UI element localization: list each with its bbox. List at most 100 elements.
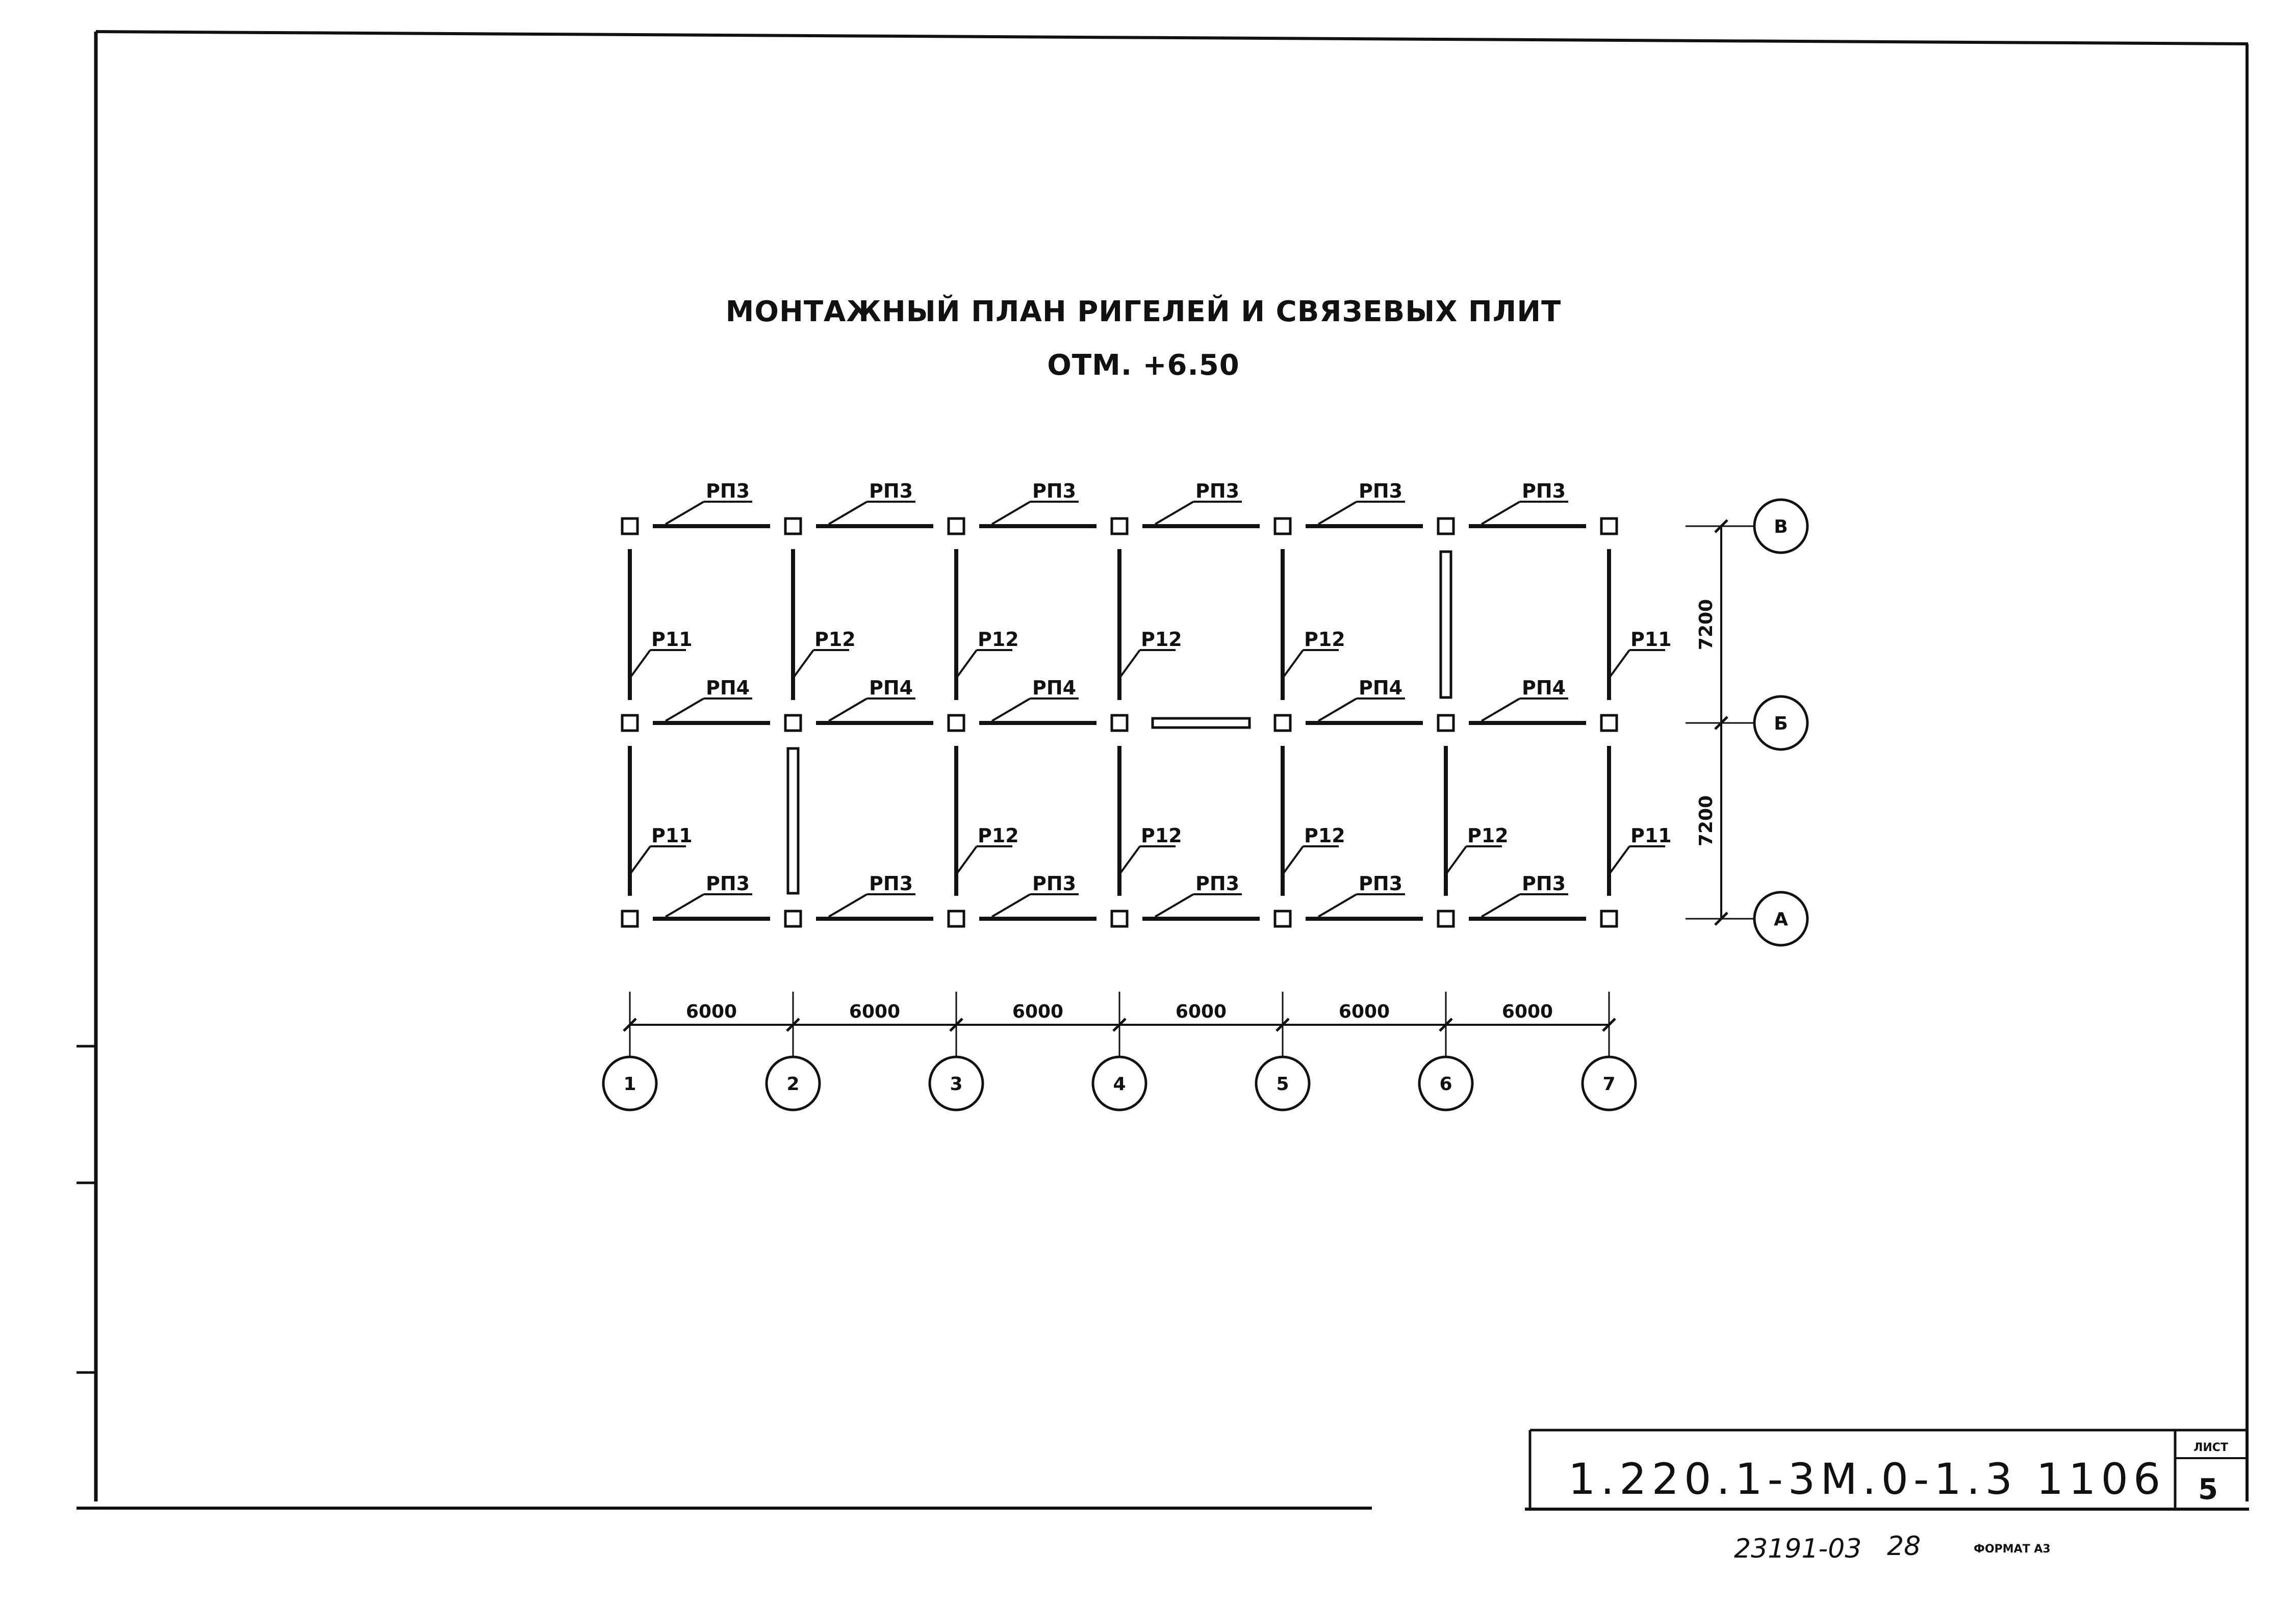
span-dimension-4: 6000 (1176, 1001, 1227, 1022)
axis-label-6: 6 (1439, 1074, 1452, 1095)
bottom-beam-label-4: РП3 (1195, 872, 1239, 895)
sheet-format: ФОРМАТ А3 (1974, 1543, 2051, 1556)
row-axis-label-2: Б (1774, 713, 1788, 734)
bottom-leader-3 (991, 893, 1031, 918)
bottom-beam-label-6: РП3 (1522, 872, 1566, 895)
top-leader-4 (1154, 501, 1194, 525)
bottom-leader-1 (665, 893, 705, 918)
middle-leader-3 (991, 697, 1031, 722)
row-axis-label-1: В (1774, 516, 1788, 537)
upper-girder-label-5: Р12 (1304, 628, 1345, 651)
upper-girder-leader-4 (1118, 649, 1141, 679)
columns-layer (621, 517, 1618, 928)
handwritten-page-number: 28 (1887, 1531, 1921, 1562)
lower-girder-label-6: Р12 (1467, 824, 1509, 847)
row-tick-3 (1714, 912, 1728, 926)
top-leader-3 (991, 501, 1031, 525)
column-5-А (1273, 910, 1292, 928)
column-2-В (784, 517, 802, 535)
column-7-В (1600, 517, 1618, 535)
column-3-Б (947, 714, 965, 732)
dimension-lines (623, 519, 1754, 1040)
span-dimension-5: 6000 (1339, 1001, 1390, 1022)
column-4-А (1110, 910, 1129, 928)
axis-bubble-7 (1581, 1055, 1637, 1111)
lower-girder-leader-4 (1118, 845, 1141, 875)
column-2-Б (784, 714, 802, 732)
row-tick-1 (1714, 519, 1728, 533)
axis-label-7: 7 (1602, 1074, 1615, 1095)
upper-girder-label-4: Р12 (1141, 628, 1182, 651)
lower-girder-leader-5 (1282, 845, 1304, 875)
elevation-label: ОТМ. +6.50 (1047, 349, 1239, 382)
middle-slab-4 (1151, 717, 1251, 729)
upper-girder-leader-1 (629, 649, 651, 679)
top-beam-label-2: РП3 (869, 480, 913, 502)
top-leader-2 (828, 501, 868, 525)
top-beam-label-5: РП3 (1359, 480, 1402, 502)
middle-beam-label-3: РП4 (1032, 677, 1076, 699)
sheet-frame (76, 30, 2249, 1511)
lower-slab-2 (786, 747, 800, 895)
top-beam-label-4: РП3 (1195, 480, 1239, 502)
middle-beam-label-6: РП4 (1522, 677, 1566, 699)
bottom-beam-label-3: РП3 (1032, 872, 1076, 895)
column-1-А (621, 910, 639, 928)
upper-slab-6 (1439, 550, 1452, 699)
top-beam-label-6: РП3 (1522, 480, 1566, 502)
axis-bubble-6 (1418, 1055, 1474, 1111)
lower-girder-label-7: Р11 (1630, 824, 1672, 847)
axis-bubble-2 (765, 1055, 821, 1111)
span-dimension-2: 6000 (849, 1001, 900, 1022)
title-block (1528, 1429, 2247, 1509)
lower-girder-label-5: Р12 (1304, 824, 1345, 847)
upper-girder-leader-5 (1282, 649, 1304, 679)
bottom-beam-label-1: РП3 (706, 872, 750, 895)
row-axis-bubble-1 (1753, 498, 1809, 554)
bottom-leader-4 (1154, 893, 1194, 918)
middle-leader-6 (1481, 697, 1521, 722)
sheet-number: 5 (2198, 1473, 2218, 1506)
column-1-В (621, 517, 639, 535)
upper-girder-leader-3 (955, 649, 978, 679)
axis-label-3: 3 (950, 1074, 962, 1095)
row-tick-2 (1714, 716, 1728, 730)
span-tick-1 (623, 1018, 637, 1032)
span-tick-5 (1275, 1018, 1290, 1032)
column-3-В (947, 517, 965, 535)
upper-girder-leader-7 (1608, 649, 1630, 679)
middle-beam-label-1: РП4 (706, 677, 750, 699)
axis-label-5: 5 (1276, 1074, 1289, 1095)
column-2-А (784, 910, 802, 928)
span-dimension-6: 6000 (1502, 1001, 1553, 1022)
axis-label-2: 2 (786, 1074, 799, 1095)
drawing-title: МОНТАЖНЫЙ ПЛАН РИГЕЛЕЙ И СВЯЗЕВЫХ ПЛИТ (726, 295, 1562, 328)
span-tick-7 (1602, 1018, 1616, 1032)
column-7-Б (1600, 714, 1618, 732)
lower-girder-leader-6 (1445, 845, 1467, 875)
bottom-beam-label-2: РП3 (869, 872, 913, 895)
column-5-Б (1273, 714, 1292, 732)
lower-girder-label-1: Р11 (651, 824, 693, 847)
top-leader-1 (665, 501, 705, 525)
row-dimension-1: 7200 (1696, 599, 1717, 650)
column-1-Б (621, 714, 639, 732)
span-tick-4 (1112, 1018, 1127, 1032)
bottom-leader-6 (1481, 893, 1521, 918)
bottom-leader-5 (1317, 893, 1358, 918)
column-6-Б (1437, 714, 1455, 732)
top-beam-label-3: РП3 (1032, 480, 1076, 502)
bottom-beam-label-5: РП3 (1359, 872, 1402, 895)
handwritten-inventory-number: 23191-03 (1734, 1534, 1861, 1564)
span-tick-2 (786, 1018, 800, 1032)
document-code: 1.220.1-3М.0-1.3 1106 (1568, 1454, 2165, 1504)
span-tick-3 (949, 1018, 963, 1032)
sheet-label: ЛИСТ (2193, 1441, 2228, 1454)
middle-beam-label-2: РП4 (869, 677, 913, 699)
bottom-leader-2 (828, 893, 868, 918)
upper-girder-label-7: Р11 (1630, 628, 1672, 651)
row-dimension-2: 7200 (1696, 795, 1717, 846)
